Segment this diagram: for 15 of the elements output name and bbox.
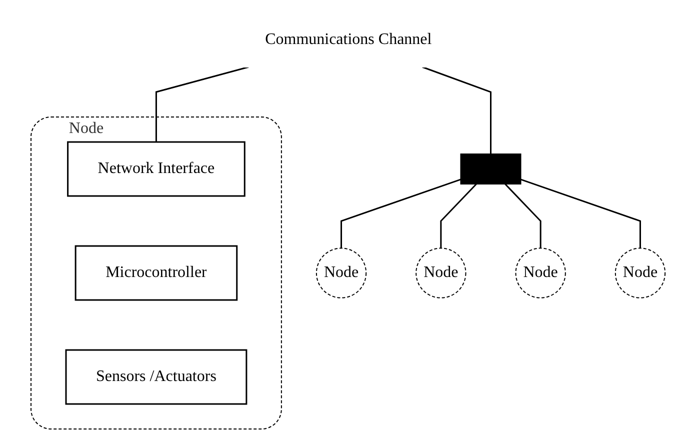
node-circle: Node [516,248,566,298]
node-box: Sensors /Actuators [66,349,248,405]
node-box: Network Interface [68,141,246,197]
node-box: Microcontroller [75,245,238,301]
connector [156,66,250,142]
node-text: Communications Channel [266,31,432,48]
connector [340,178,462,248]
node-circle: Node [316,248,368,298]
node-circle: Node [615,248,666,298]
connector [520,178,642,248]
connector [505,183,542,248]
node-circle: Node [416,248,467,298]
connector [422,66,492,154]
node-bar [460,154,522,184]
connector [440,183,478,248]
